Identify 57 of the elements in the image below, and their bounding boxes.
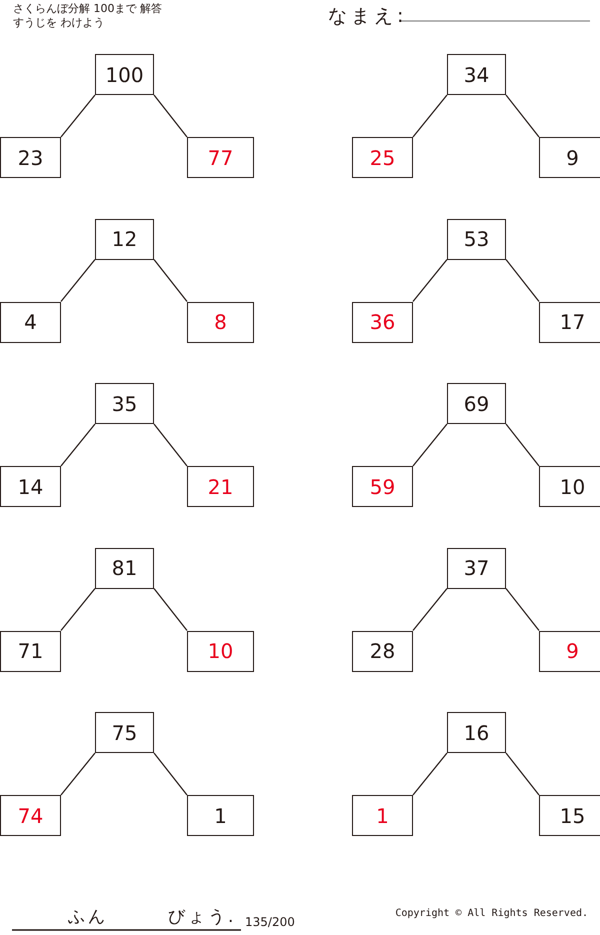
connector-line [154,259,188,302]
minutes-label: ふん [68,906,108,929]
connector-line [60,259,96,302]
number-box: 14 [0,466,61,507]
connector-line [154,94,188,138]
number-box: 37 [447,548,506,588]
connector-line [154,588,188,631]
copyright-text: Copyright © All Rights Reserved. [395,907,588,921]
connector-line [506,424,540,466]
number-box: 53 [447,218,506,260]
connector-line [154,424,188,466]
connector-line [60,424,96,466]
connector-line [412,424,448,466]
connector-line [412,588,448,631]
connector-line [506,752,540,796]
instruction-text: すうじを わけよう [13,16,104,30]
number-box: 10 [539,466,600,507]
number-box: 36 [352,302,413,342]
number-box: 71 [0,630,61,672]
connector-line [60,94,96,138]
number-box: 77 [187,137,254,178]
number-box: 17 [539,302,600,342]
number-box: 8 [187,302,254,342]
number-box: 75 [95,712,154,753]
number-box: 4 [0,302,61,342]
connector-line [60,752,96,796]
number-box: 69 [447,383,506,424]
number-box: 16 [447,712,506,753]
number-box: 35 [95,383,154,424]
number-box: 23 [0,137,61,178]
worksheet-title: さくらんぼ分解 100まで 解答 [13,2,162,16]
connector-line [506,588,540,631]
page-number: 135/200 [245,914,295,931]
connector-line [412,94,448,138]
number-box: 15 [539,795,600,836]
connector-line [506,259,540,302]
number-box: 12 [95,218,154,260]
number-box: 59 [352,466,413,507]
number-box: 81 [95,548,154,588]
seconds-label: びょう. [168,906,236,929]
number-box: 74 [0,795,61,836]
number-box: 25 [352,137,413,178]
number-box: 1 [352,795,413,836]
number-box: 9 [539,630,600,672]
number-box: 28 [352,630,413,672]
number-box: 34 [447,54,506,95]
name-label: なまえ: [328,4,408,29]
number-box: 100 [95,54,154,95]
connector-line [412,752,448,796]
connector-line [60,588,96,631]
connector-line [412,259,448,302]
number-box: 1 [187,795,254,836]
number-box: 9 [539,137,600,178]
number-box: 10 [187,630,254,672]
connector-line [506,94,540,138]
number-box: 21 [187,466,254,507]
connector-line [154,752,188,796]
